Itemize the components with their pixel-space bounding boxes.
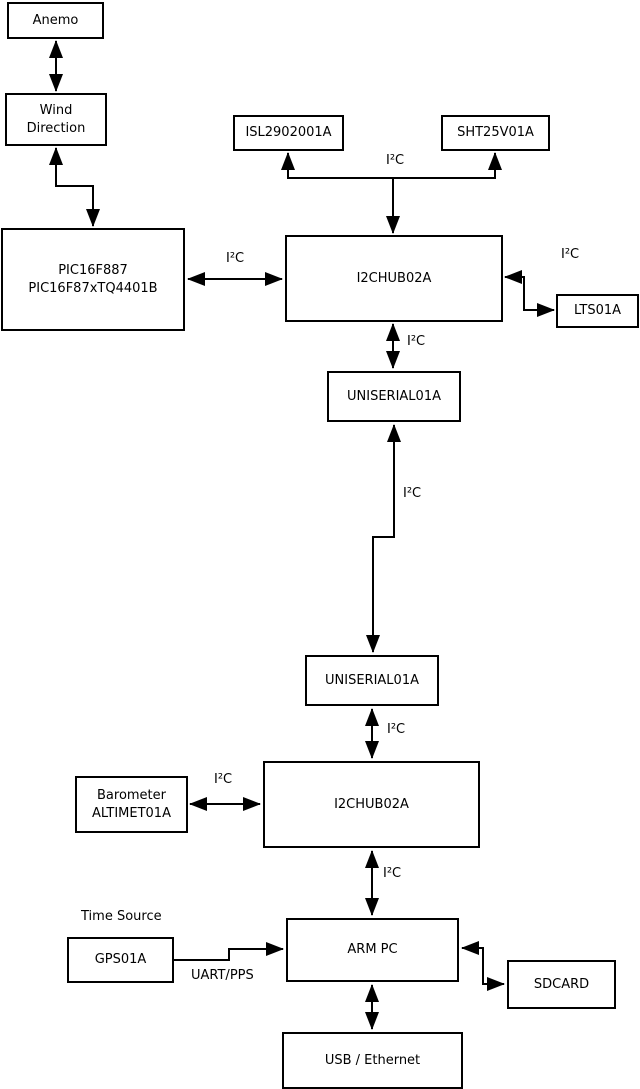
edge-label-i2c-isl-sht: I²C (386, 153, 405, 168)
edge-label-i2c-uniserial-hub2: I²C (387, 722, 406, 737)
node-i2c-hub-bottom: I2CHUB02A (263, 761, 480, 848)
edge-label-i2c-uniserial-link: I²C (403, 486, 422, 501)
node-sdcard: SDCARD (507, 960, 616, 1009)
node-arm-pc-label: ARM PC (347, 942, 398, 958)
node-pic-microcontroller: PIC16F887 PIC16F87xTQ4401B (1, 228, 185, 331)
node-i2c-hub-bottom-label: I2CHUB02A (334, 796, 409, 812)
node-pic-label-line1: PIC16F887 (58, 262, 128, 278)
connector-armpc-sdcard (461, 941, 505, 991)
node-sdcard-label: SDCARD (533, 976, 590, 992)
node-i2c-hub-top-label: I2CHUB02A (356, 270, 432, 286)
node-uniserial-top-label: UNISERIAL01A (347, 388, 441, 404)
node-sht25v01a-label: SHT25V01A (457, 125, 534, 141)
edge-label-time-source: Time Source (81, 909, 162, 924)
connector-hubtop-lts (504, 270, 555, 317)
edge-label-i2c-hub-lts: I²C (561, 247, 580, 262)
node-wind-direction: Wind Direction (5, 93, 107, 146)
node-gps01a: GPS01A (67, 937, 174, 983)
connector-gps-armpc (174, 942, 284, 961)
node-anemometer-label: Anemo (32, 12, 79, 28)
node-uniserial-bottom-label: UNISERIAL01A (325, 672, 419, 688)
edge-label-uart-pps: UART/PPS (191, 968, 254, 983)
node-sht25v01a: SHT25V01A (441, 115, 550, 151)
node-gps01a-label: GPS01A (94, 952, 147, 968)
edge-label-i2c-barometer-hub2: I²C (214, 772, 233, 787)
node-anemometer: Anemo (7, 2, 104, 39)
node-uniserial-bottom: UNISERIAL01A (305, 655, 439, 706)
node-isl2902001a-label: ISL2902001A (245, 125, 332, 141)
node-i2c-hub-top: I2CHUB02A (285, 235, 503, 322)
edge-label-i2c-pic-hub: I²C (226, 251, 245, 266)
node-wind-direction-label-line2: Direction (26, 120, 86, 136)
node-uniserial-top: UNISERIAL01A (327, 371, 461, 422)
edge-label-i2c-hub-uniserial: I²C (407, 334, 426, 349)
node-barometer-label-line1: Barometer (97, 787, 166, 803)
node-usb-ethernet: USB / Ethernet (282, 1032, 463, 1089)
node-isl2902001a: ISL2902001A (233, 115, 344, 151)
connector-winddirection-pic (49, 147, 100, 227)
node-barometer: Barometer ALTIMET01A (75, 776, 188, 833)
node-arm-pc: ARM PC (286, 918, 459, 982)
node-lts01a-label: LTS01A (573, 303, 622, 319)
node-lts01a: LTS01A (556, 294, 639, 328)
connector-uniserialtop-uniserialbottom (366, 424, 401, 653)
node-pic-label-line2: PIC16F87xTQ4401B (28, 280, 158, 296)
node-usb-ethernet-label: USB / Ethernet (324, 1052, 421, 1068)
node-wind-direction-label-line1: Wind (39, 102, 73, 118)
node-barometer-label-line2: ALTIMET01A (92, 805, 171, 821)
edge-label-i2c-hub2-armpc: I²C (383, 866, 402, 881)
